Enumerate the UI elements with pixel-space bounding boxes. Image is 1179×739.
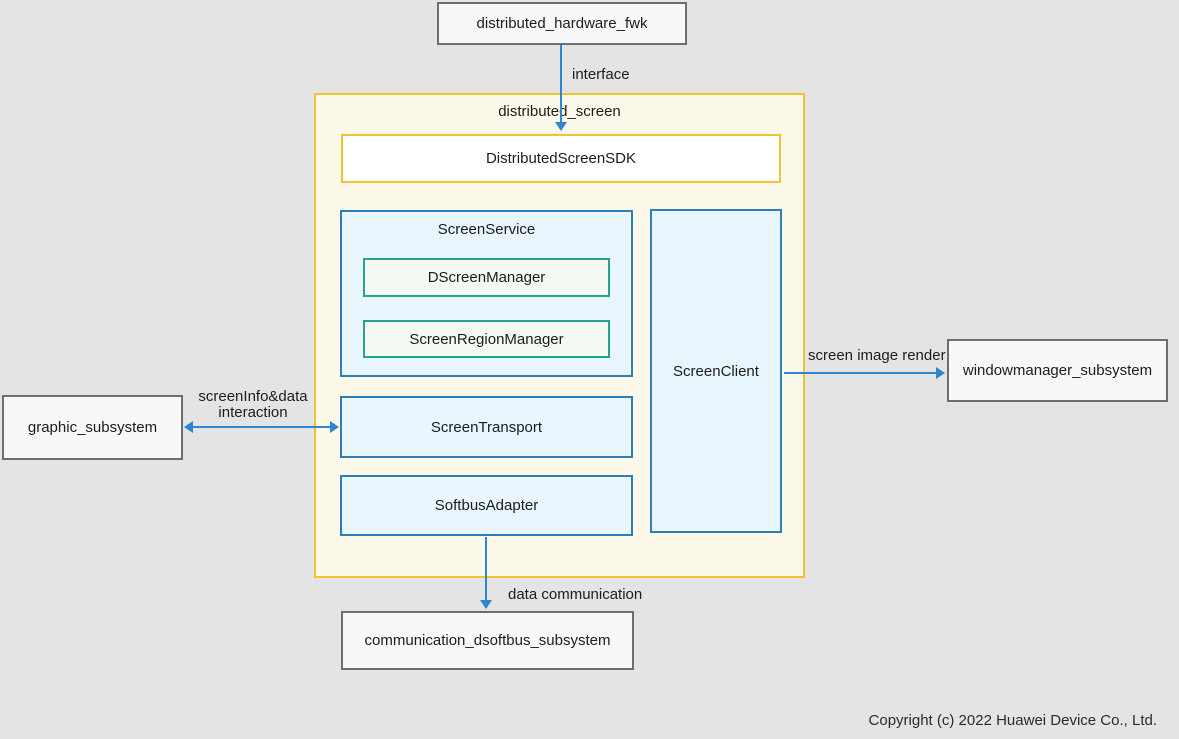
edge-data-communication-line: [485, 537, 487, 600]
edge-interface-line: [560, 45, 562, 122]
node-label: ScreenTransport: [430, 418, 543, 436]
node-label: ScreenService: [437, 221, 536, 238]
edge-screen-image-render-arrowhead-icon: [936, 367, 945, 379]
node-screen-client: ScreenClient: [650, 209, 782, 533]
edge-screeninfo-label: screenInfo&data interaction: [198, 388, 308, 421]
node-label: DScreenManager: [427, 269, 546, 286]
edge-screen-image-render-label: screen image render: [808, 347, 946, 364]
container-distributed-screen-label: distributed_screen: [314, 104, 805, 120]
edge-screeninfo-arrowhead-right-icon: [330, 421, 339, 433]
node-dscreen-manager: DScreenManager: [363, 258, 610, 297]
node-graphic-subsystem: graphic_subsystem: [2, 395, 183, 460]
node-distributed-hardware-fwk: distributed_hardware_fwk: [437, 2, 687, 45]
node-label: graphic_subsystem: [27, 419, 158, 436]
node-distributed-screen-sdk: DistributedScreenSDK: [341, 134, 781, 183]
node-screen-region-manager: ScreenRegionManager: [363, 320, 610, 358]
edge-screeninfo-arrowhead-left-icon: [184, 421, 193, 433]
node-windowmanager-subsystem: windowmanager_subsystem: [947, 339, 1168, 402]
edge-interface-arrowhead-icon: [555, 122, 567, 131]
node-softbus-adapter: SoftbusAdapter: [340, 475, 633, 536]
node-label: DistributedScreenSDK: [485, 150, 637, 167]
node-label: windowmanager_subsystem: [962, 362, 1153, 379]
edge-data-communication-label: data communication: [508, 586, 643, 603]
node-label: ScreenClient: [673, 362, 759, 380]
node-label: communication_dsoftbus_subsystem: [364, 632, 611, 649]
edge-data-communication-arrowhead-icon: [480, 600, 492, 609]
node-communication-dsoftbus-subsystem: communication_dsoftbus_subsystem: [341, 611, 634, 670]
node-label: SoftbusAdapter: [434, 497, 539, 514]
node-screen-transport: ScreenTransport: [340, 396, 633, 458]
edge-interface-label: interface: [572, 66, 630, 83]
node-label: ScreenRegionManager: [409, 330, 564, 348]
copyright-text: Copyright (c) 2022 Huawei Device Co., Lt…: [868, 712, 1157, 729]
node-label: distributed_hardware_fwk: [476, 15, 648, 32]
edge-screeninfo-line: [192, 426, 332, 428]
edge-screen-image-render-line: [784, 372, 936, 374]
